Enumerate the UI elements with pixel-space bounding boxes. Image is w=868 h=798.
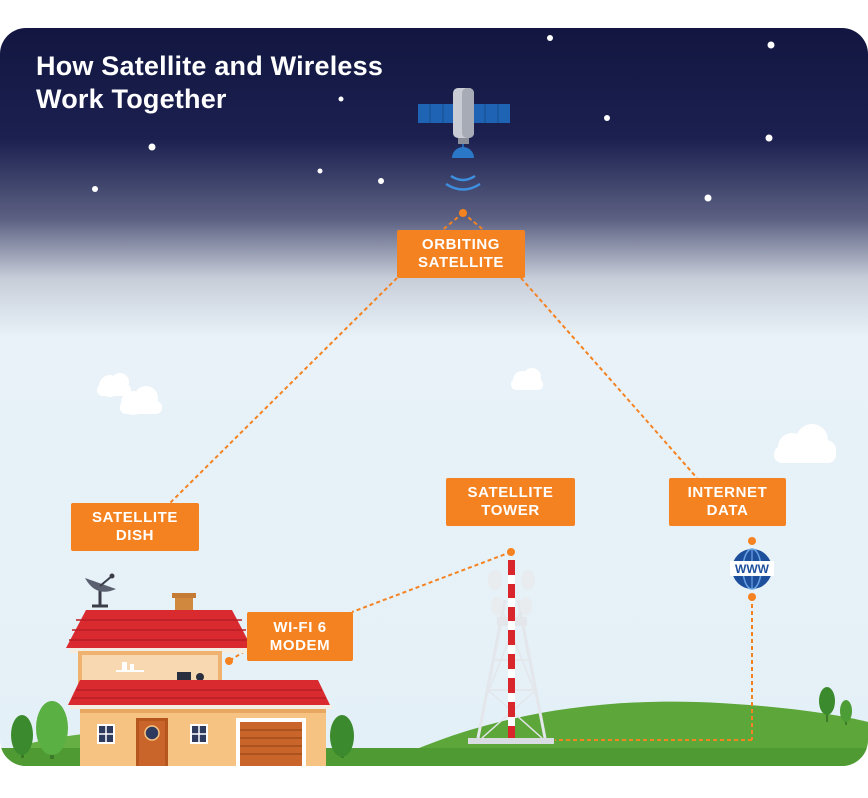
tree	[330, 715, 354, 758]
label-line: SATELLITE	[418, 254, 504, 271]
satellite-icon	[418, 88, 510, 191]
cloud	[97, 373, 131, 397]
label-line: TOWER	[481, 502, 540, 519]
label-line: SATELLITE	[467, 484, 554, 501]
tree	[36, 701, 68, 759]
label-satellite-tower: SATELLITE TOWER	[446, 478, 575, 526]
satellite-dish-icon	[85, 573, 116, 608]
label-line: DATA	[706, 502, 749, 519]
title-line: Work Together	[36, 84, 227, 114]
tree	[11, 715, 33, 758]
globe-icon: WWW	[730, 548, 774, 590]
label-line: INTERNET	[687, 484, 768, 501]
label-line: ORBITING	[421, 236, 501, 253]
label-internet-data: INTERNET DATA	[669, 478, 786, 526]
globe-text: WWW	[735, 562, 770, 576]
title-line: How Satellite and Wireless	[36, 51, 384, 81]
label-line: DISH	[115, 527, 155, 544]
label-orbiting-satellite: ORBITING SATELLITE	[397, 230, 525, 278]
diagram-title: How Satellite and Wireless Work Together	[36, 50, 456, 116]
label-line: MODEM	[269, 636, 331, 654]
cloud	[774, 424, 836, 463]
cloud	[511, 368, 543, 390]
tree	[840, 700, 852, 725]
cloud	[120, 386, 162, 415]
tree	[819, 687, 835, 722]
label-wifi-modem: WI-FI 6 MODEM	[247, 612, 353, 661]
connection-dots	[225, 209, 756, 665]
label-line: WI-FI 6	[273, 618, 327, 636]
connection-lines	[169, 212, 753, 741]
label-satellite-dish: SATELLITE DISH	[71, 503, 199, 551]
cell-tower-icon	[468, 560, 554, 744]
clouds	[97, 368, 836, 463]
signal-waves-icon	[445, 174, 481, 191]
house-icon	[66, 593, 332, 766]
label-line: SATELLITE	[92, 509, 178, 526]
stars	[92, 35, 775, 202]
